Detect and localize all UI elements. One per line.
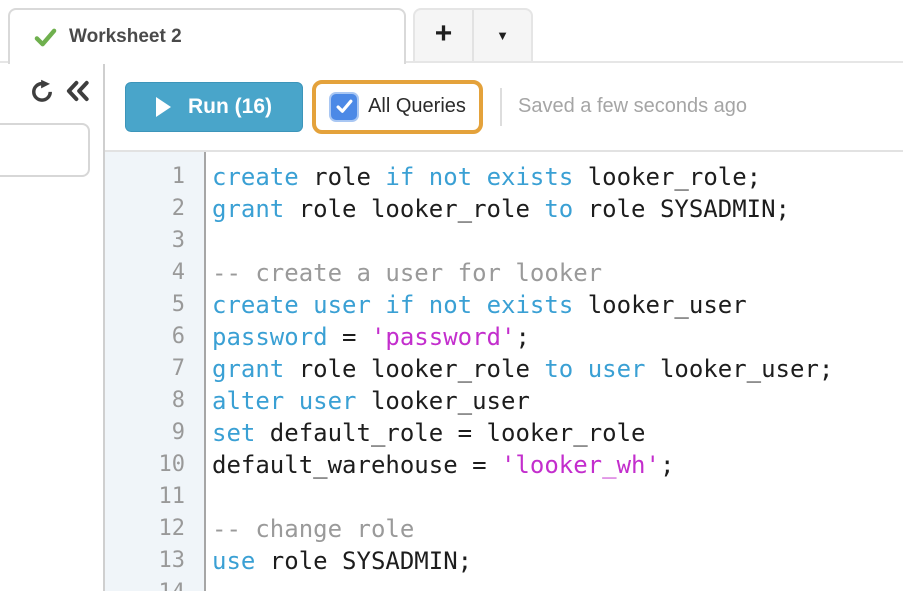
all-queries-highlight-annotation: All Queries <box>312 79 483 134</box>
code-line[interactable] <box>212 225 833 257</box>
code-line[interactable]: grant role looker_role to role SYSADMIN; <box>212 195 790 223</box>
code-line[interactable]: default_warehouse = 'looker_wh'; <box>212 451 675 479</box>
line-number: 14 <box>105 577 186 591</box>
line-number-gutter: 1234567891011121314 <box>105 152 206 591</box>
new-worksheet-button[interactable]: + <box>415 10 472 61</box>
panel-divider <box>103 62 105 591</box>
plus-icon: + <box>434 16 453 50</box>
worksheet-toolbar: Run (16) All Queries Saved a few seconds… <box>105 63 903 152</box>
new-tab-controls: + ▼ <box>413 8 533 61</box>
run-button[interactable]: Run (16) <box>125 81 303 132</box>
line-number: 4 <box>171 260 185 285</box>
checkmark-icon <box>336 99 353 113</box>
code-line[interactable] <box>212 577 833 591</box>
sidebar-actions <box>29 78 91 104</box>
all-queries-checkbox[interactable] <box>329 91 360 122</box>
code-line[interactable]: grant role looker_role to user looker_us… <box>212 355 834 383</box>
double-chevron-left-icon <box>66 80 89 102</box>
code-line[interactable]: use role SYSADMIN; <box>212 547 473 575</box>
line-number: 1 <box>171 164 185 189</box>
play-icon <box>156 96 171 117</box>
line-number: 3 <box>171 228 185 253</box>
caret-down-icon: ▼ <box>496 28 509 43</box>
sql-editor: 1234567891011121314 create role if not e… <box>105 152 903 591</box>
line-number: 13 <box>158 548 186 573</box>
line-number: 5 <box>171 292 185 317</box>
code-line[interactable] <box>212 481 833 513</box>
line-number: 2 <box>171 196 185 221</box>
sidebar-panel <box>0 63 103 591</box>
code-line[interactable]: alter user looker_user <box>212 387 530 415</box>
line-number: 10 <box>158 452 186 477</box>
collapse-sidebar-button[interactable] <box>64 78 91 104</box>
line-number: 6 <box>171 324 185 349</box>
line-number: 11 <box>158 484 186 509</box>
new-tab-divider <box>472 10 474 61</box>
toolbar-divider <box>500 87 502 126</box>
saved-status: Saved a few seconds ago <box>518 95 748 117</box>
code-line[interactable]: set default_role = looker_role <box>212 419 646 447</box>
line-number: 9 <box>171 420 185 445</box>
line-number: 7 <box>171 356 185 381</box>
code-line[interactable]: create role if not exists looker_role; <box>212 163 762 191</box>
tab-title: Worksheet 2 <box>69 26 182 47</box>
code-line[interactable]: -- create a user for looker <box>212 259 603 287</box>
tab-worksheet-2[interactable]: Worksheet 2 <box>8 8 406 64</box>
refresh-button[interactable] <box>29 78 55 104</box>
code-line[interactable]: create user if not exists looker_user <box>212 291 747 319</box>
all-queries-label[interactable]: All Queries <box>368 95 466 117</box>
sidebar-input-box[interactable] <box>0 123 90 177</box>
run-button-label: Run (16) <box>188 94 272 118</box>
check-icon <box>34 28 57 46</box>
code-line[interactable]: password = 'password'; <box>212 323 530 351</box>
line-number: 8 <box>171 388 185 413</box>
code-line[interactable]: -- change role <box>212 515 415 543</box>
line-number: 12 <box>158 516 186 541</box>
refresh-icon <box>32 79 52 102</box>
tabbar-bottom-border <box>0 61 903 63</box>
worksheet-menu-button[interactable]: ▼ <box>474 10 531 61</box>
code-lines[interactable]: create role if not exists looker_role;gr… <box>206 152 833 591</box>
